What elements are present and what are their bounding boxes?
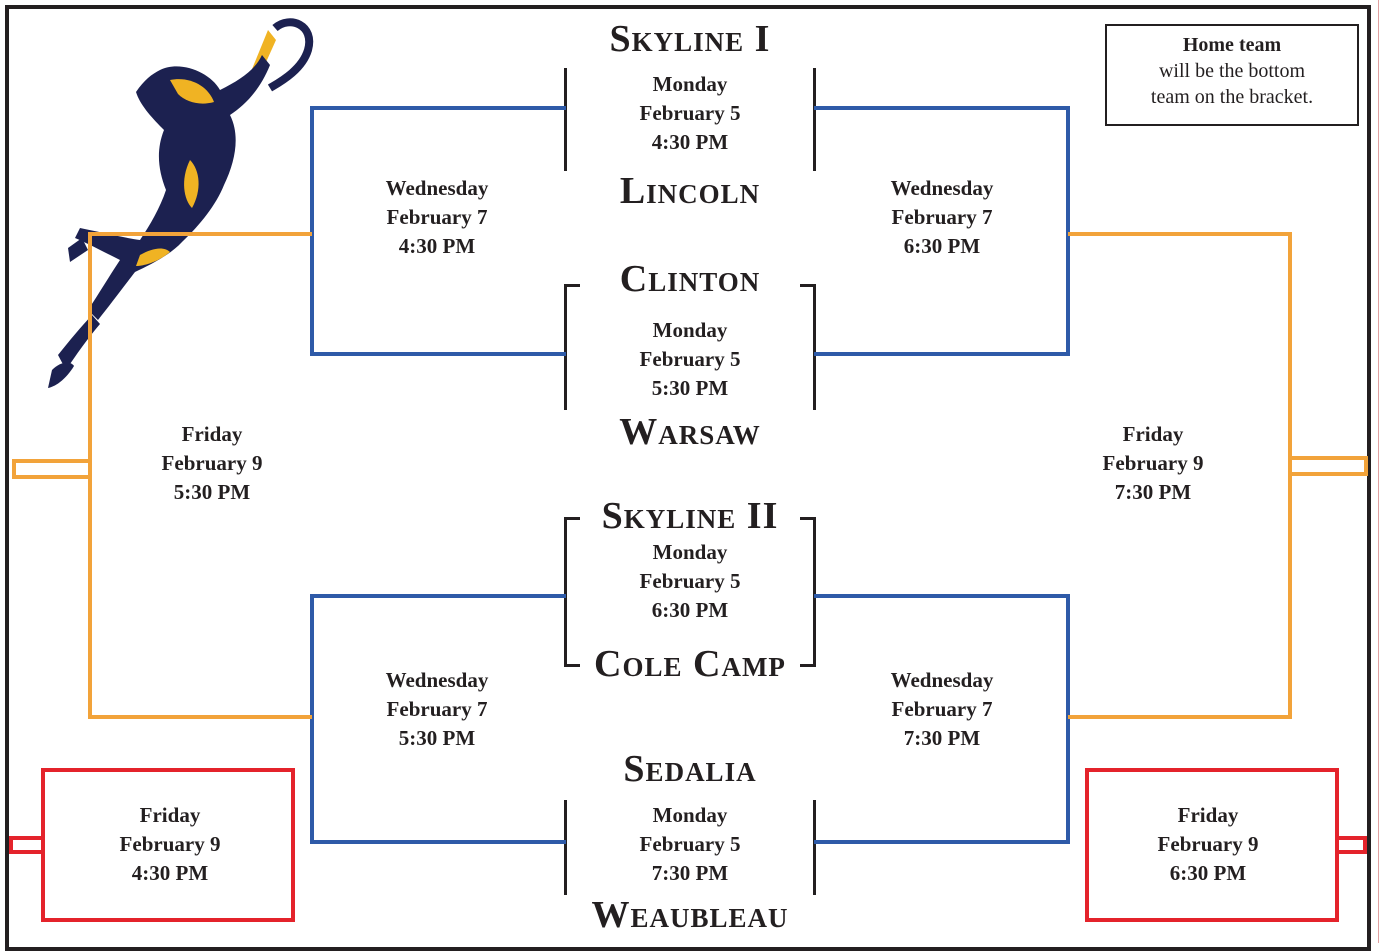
note-title: Home team <box>1182 34 1282 56</box>
game-time: 7:30 PM <box>651 861 729 885</box>
game-date: February 7 <box>891 697 993 721</box>
game-date: February 5 <box>639 347 741 371</box>
game-time: 4:30 PM <box>131 861 209 885</box>
bracket-line <box>813 517 816 667</box>
game-day: Friday <box>181 422 243 446</box>
game-info: Friday February 9 7:30 PM <box>1043 420 1263 507</box>
game-day: Wednesday <box>385 668 489 692</box>
game-info: Monday February 5 5:30 PM <box>580 316 800 403</box>
team-name: Skyline I <box>609 18 771 60</box>
bracket-line <box>813 284 816 410</box>
game-day: Friday <box>1122 422 1184 446</box>
game-date: February 7 <box>891 205 993 229</box>
game-time: 4:30 PM <box>398 234 476 258</box>
team-name: Clinton <box>619 258 761 300</box>
game-day: Friday <box>1177 803 1239 827</box>
game-info: Wednesday February 7 5:30 PM <box>327 666 547 753</box>
team-name: Lincoln <box>619 170 761 212</box>
team-name: Sedalia <box>623 748 757 790</box>
game-day: Wednesday <box>890 668 994 692</box>
game-info: Wednesday February 7 4:30 PM <box>327 174 547 261</box>
game-time: 6:30 PM <box>1169 861 1247 885</box>
bracket-line <box>564 68 567 171</box>
bracket-line <box>800 284 816 287</box>
bracket-line <box>800 664 816 667</box>
game-day: Wednesday <box>890 176 994 200</box>
bracket-line <box>564 284 580 287</box>
game-date: February 7 <box>386 697 488 721</box>
game-date: February 5 <box>639 101 741 125</box>
game-time: 6:30 PM <box>651 598 729 622</box>
page-edge-line <box>1378 0 1379 943</box>
note-text: team on the bracket. <box>1150 86 1314 108</box>
team-name: Cole Camp <box>594 643 786 685</box>
game-date: February 5 <box>639 832 741 856</box>
game-time: 7:30 PM <box>903 726 981 750</box>
team-name: Weaubleau <box>591 894 789 936</box>
game-info: Friday February 9 5:30 PM <box>102 420 322 507</box>
bracket-line <box>310 106 566 356</box>
bracket-line <box>564 664 580 667</box>
game-time: 6:30 PM <box>903 234 981 258</box>
game-date: February 9 <box>119 832 221 856</box>
game-time: 4:30 PM <box>651 130 729 154</box>
game-info: Monday February 5 4:30 PM <box>580 70 800 157</box>
home-team-note: Home team will be the bottom team on the… <box>1105 24 1359 126</box>
game-time: 7:30 PM <box>1114 480 1192 504</box>
game-time: 5:30 PM <box>651 376 729 400</box>
consolation-slot <box>1335 836 1367 854</box>
game-time: 5:30 PM <box>398 726 476 750</box>
champion-slot <box>1288 456 1368 476</box>
game-date: February 9 <box>1102 451 1204 475</box>
game-date: February 5 <box>639 569 741 593</box>
game-date: February 9 <box>161 451 263 475</box>
team-name: Warsaw <box>619 411 761 453</box>
game-day: Monday <box>652 540 728 564</box>
bracket-line <box>814 594 1070 844</box>
game-info: Wednesday February 7 6:30 PM <box>832 174 1052 261</box>
bracket-line <box>564 517 580 520</box>
game-time: 5:30 PM <box>173 480 251 504</box>
note-text: will be the bottom <box>1158 60 1306 82</box>
bracket-line <box>564 284 567 410</box>
game-info: Wednesday February 7 7:30 PM <box>832 666 1052 753</box>
game-day: Monday <box>652 72 728 96</box>
game-day: Wednesday <box>385 176 489 200</box>
bracket-line <box>800 517 816 520</box>
game-date: February 9 <box>1157 832 1259 856</box>
bracket-line <box>814 106 1070 356</box>
bracket-line <box>564 517 567 667</box>
game-day: Friday <box>139 803 201 827</box>
game-info: Monday February 5 6:30 PM <box>580 538 800 625</box>
bracket-line <box>813 800 816 895</box>
consolation-slot <box>9 836 45 854</box>
game-info: Friday February 9 4:30 PM <box>60 801 280 888</box>
game-day: Monday <box>652 803 728 827</box>
team-name: Skyline II <box>601 495 779 537</box>
bracket-line <box>564 800 567 895</box>
game-info: Monday February 5 7:30 PM <box>580 801 800 888</box>
game-info: Friday February 9 6:30 PM <box>1098 801 1318 888</box>
bracket-line <box>813 68 816 171</box>
champion-slot <box>12 459 92 479</box>
game-day: Monday <box>652 318 728 342</box>
game-date: February 7 <box>386 205 488 229</box>
bracket-line <box>310 594 566 844</box>
